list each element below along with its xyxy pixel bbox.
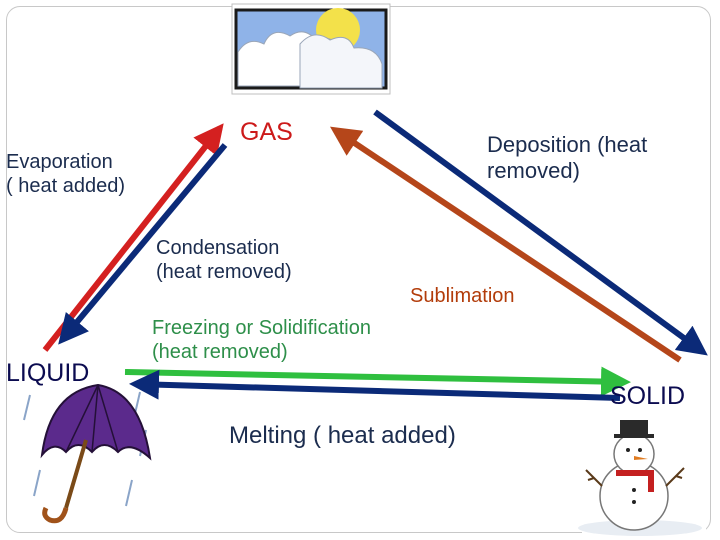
melting-label: Melting ( heat added) (229, 422, 456, 449)
condensation-arrow (58, 143, 228, 345)
solid-label: SOLID (610, 382, 686, 410)
melting-arrow (129, 369, 621, 401)
freezing-arrow (124, 366, 631, 397)
condensation-label: Condensation (heat removed) (156, 237, 292, 283)
snowman-icon (578, 412, 706, 536)
evaporation-label: Evaporation ( heat added) (6, 151, 125, 197)
deposition-arrow (373, 109, 708, 356)
cloud-sun-icon (231, 3, 391, 95)
sublimation-label: Sublimation (410, 285, 515, 307)
umbrella-rain-icon (23, 383, 152, 524)
freezing-label: Freezing or Solidification (heat removed… (152, 317, 371, 363)
deposition-label: Deposition (heat removed) (487, 132, 648, 184)
sublimation-arrow (330, 126, 682, 363)
gas-label: GAS (240, 118, 293, 146)
liquid-label: LIQUID (6, 359, 90, 387)
